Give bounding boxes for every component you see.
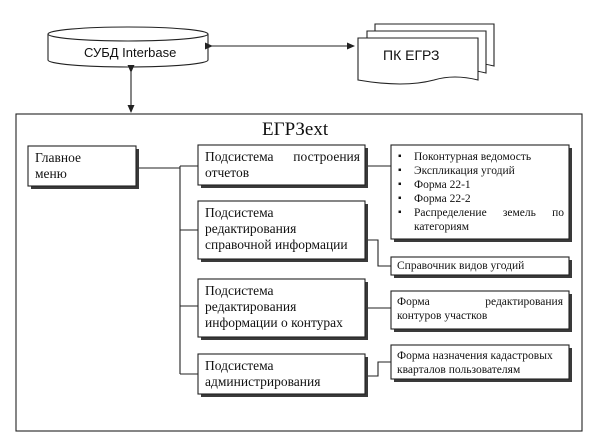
subsystem-admin-line-2: администрирования bbox=[205, 374, 321, 389]
external-system-label: ПК ЕГРЗ bbox=[383, 47, 440, 63]
admin-form-line-2: кварталов пользователям bbox=[397, 364, 521, 376]
subsystem-reports-label: Подсистема построения отчетов bbox=[205, 149, 360, 181]
database-cylinder bbox=[47, 26, 209, 68]
subsystem-contours-line-2: редактирования bbox=[205, 299, 297, 314]
admin-form-box bbox=[390, 344, 570, 380]
subsystem-reports-line-2: отчетов bbox=[205, 165, 250, 180]
subsystem-contours-box bbox=[197, 278, 366, 338]
subsystem-reports-line-1: Подсистема построения bbox=[205, 149, 360, 164]
subsystem-reports-box bbox=[197, 144, 366, 186]
reports-list: Поконтурная ведомость Экспликация угодий… bbox=[396, 150, 564, 234]
external-documents-shape bbox=[357, 23, 495, 85]
admin-form-label: Форма назначения кадастровых кварталов п… bbox=[397, 349, 565, 377]
report-item: Форма 22-2 bbox=[396, 192, 564, 206]
subsystem-reference-line-3: справочной информации bbox=[205, 237, 348, 252]
reference-form-label: Справочник видов угодий bbox=[397, 260, 525, 272]
detail-connectors bbox=[368, 165, 391, 377]
contour-form-box bbox=[390, 290, 570, 330]
contour-form-label: Форма редактирования контуров участков bbox=[397, 295, 563, 323]
report-item: Распределение земель по категориям bbox=[396, 206, 564, 234]
report-item: Экспликация угодий bbox=[396, 164, 564, 178]
subsystem-admin-line-1: Подсистема bbox=[205, 358, 274, 373]
contour-form-line-1: Форма редактирования bbox=[397, 296, 563, 308]
main-menu-line-1: Главное bbox=[35, 150, 82, 165]
subsystem-contours-line-3: информации о контурах bbox=[205, 315, 343, 330]
subsystem-contours-label: Подсистема редактирования информации о к… bbox=[205, 283, 363, 331]
database-label: СУБД Interbase bbox=[84, 45, 177, 60]
subsystem-reference-line-1: Подсистема bbox=[205, 205, 274, 220]
report-item: Поконтурная ведомость bbox=[396, 150, 564, 164]
subsystem-reference-label: Подсистема редактирования справочной инф… bbox=[205, 205, 363, 253]
system-title: ЕГРЗext bbox=[262, 119, 329, 140]
contour-form-line-2: контуров участков bbox=[397, 310, 488, 322]
subsystem-contours-line-1: Подсистема bbox=[205, 283, 274, 298]
subsystem-reference-line-2: редактирования bbox=[205, 221, 297, 236]
main-menu-line-2: меню bbox=[35, 166, 67, 181]
main-menu-label: Главное меню bbox=[35, 150, 81, 182]
admin-form-line-1: Форма назначения кадастровых bbox=[397, 350, 553, 362]
report-item: Форма 22-1 bbox=[396, 178, 564, 192]
menu-connectors bbox=[139, 165, 198, 375]
subsystem-admin-box bbox=[197, 353, 366, 395]
main-menu-box bbox=[27, 145, 137, 187]
subsystem-admin-label: Подсистема администрирования bbox=[205, 358, 363, 390]
